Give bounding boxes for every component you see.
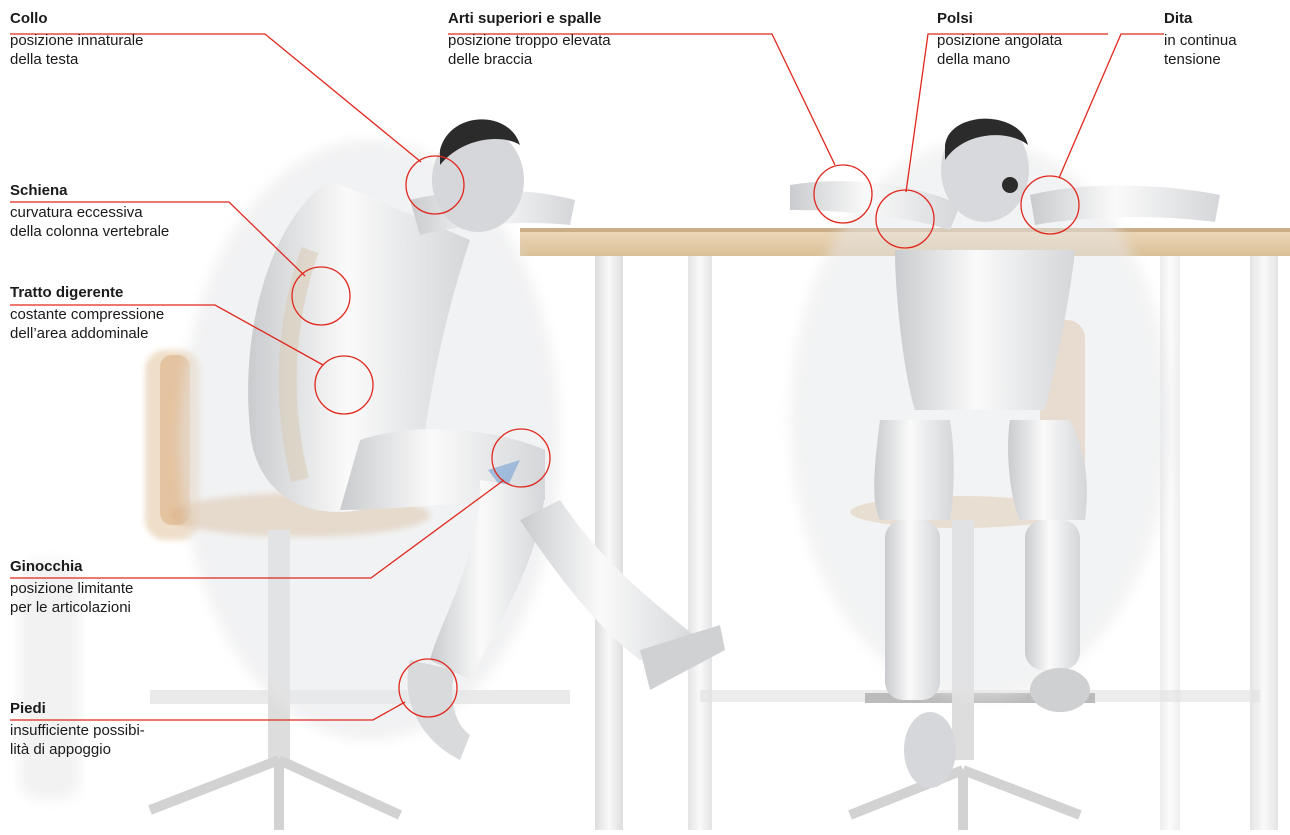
label-description: posizione limitante per le articolazioni — [10, 579, 133, 617]
label-title: Schiena — [10, 182, 169, 203]
label-schiena: Schiena curvatura eccessiva della colonn… — [10, 182, 169, 241]
label-title: Collo — [10, 10, 143, 31]
label-description: posizione innaturale della testa — [10, 31, 143, 69]
label-title: Tratto digerente — [10, 284, 164, 305]
leader-dita — [1059, 34, 1164, 178]
label-description: curvatura eccessiva della colonna verteb… — [10, 203, 169, 241]
label-title: Arti superiori e spalle — [448, 10, 611, 31]
left-figure — [180, 119, 725, 760]
label-title: Piedi — [10, 700, 145, 721]
label-description: costante compressione dell’area addomina… — [10, 305, 164, 343]
label-description: posizione troppo elevata delle braccia — [448, 31, 611, 69]
label-polsi: Polsi posizione angolata della mano — [937, 10, 1062, 69]
label-piedi: Piedi insufficiente possibi- lità di app… — [10, 700, 145, 759]
label-description: insufficiente possibi- lità di appoggio — [10, 721, 145, 759]
label-dita: Dita in continua tensione — [1164, 10, 1237, 69]
label-title: Polsi — [937, 10, 1062, 31]
label-title: Dita — [1164, 10, 1237, 31]
label-collo: Collo posizione innaturale della testa — [10, 10, 143, 69]
label-description: posizione angolata della mano — [937, 31, 1062, 69]
right-figure — [790, 118, 1220, 788]
label-arti-superiori: Arti superiori e spalle posizione troppo… — [448, 10, 611, 69]
label-title: Ginocchia — [10, 558, 133, 579]
label-ginocchia: Ginocchia posizione limitante per le art… — [10, 558, 133, 617]
label-tratto-digerente: Tratto digerente costante compressione d… — [10, 284, 164, 343]
label-description: in continua tensione — [1164, 31, 1237, 69]
